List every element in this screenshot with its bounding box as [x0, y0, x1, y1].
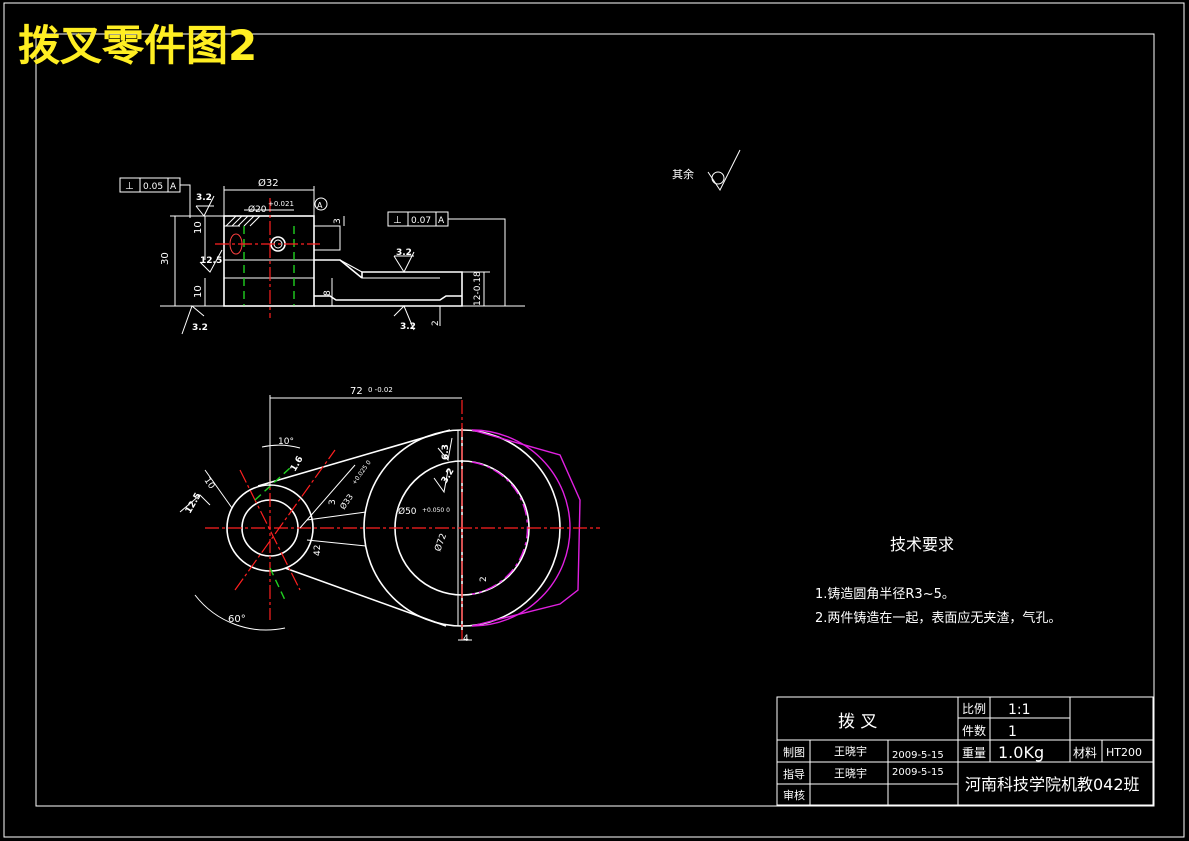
material-value: HT200: [1106, 746, 1142, 759]
school-name: 河南科技学院机教042班: [965, 775, 1140, 794]
title-block: 拨 叉 比例 1:1 件数 1 重量 1.0Kg 材料 HT200 制图 王晓宇…: [776, 696, 1154, 806]
guide-label: 指导: [783, 767, 805, 781]
rough-r1: 3.2: [196, 193, 212, 203]
roughness-note: 其余: [672, 149, 741, 191]
scale-label: 比例: [962, 702, 986, 716]
tech-item-2: 2.两件铸造在一起，表面应无夹渣，气孔。: [815, 610, 1061, 626]
tol-b-value: 0.07: [411, 216, 431, 226]
dim-d33-tol: +0.025 0: [351, 459, 373, 486]
tech-requirements: 技术要求 1.铸造圆角半径R3~5。 2.两件铸造在一起，表面应无夹渣，气孔。: [815, 535, 1061, 626]
dim-len72-tol: 0 -0.02: [368, 386, 393, 394]
outer-border: [3, 2, 1185, 838]
dim-slot: 12-0.18: [473, 271, 483, 306]
dim-d2: 2: [479, 576, 489, 582]
part-name: 拨 叉: [838, 712, 877, 732]
dim-d50-tol: +0.050 0: [422, 507, 450, 514]
rough-r63: 6.3: [441, 444, 451, 460]
drawn-name: 王晓宇: [834, 745, 867, 758]
dim-h2: 2: [431, 320, 441, 326]
dim-bore: Ø20: [248, 204, 267, 215]
dim-d33: Ø33: [337, 492, 355, 511]
rough-r4: 3.2: [396, 248, 412, 258]
dim-ang10: 10°: [278, 437, 294, 447]
qty-value: 1: [1008, 724, 1017, 740]
tol-a-value: 0.05: [143, 182, 163, 192]
qty-label: 件数: [962, 723, 986, 738]
rough-r2: 12.5: [200, 256, 222, 266]
inner-border: [35, 33, 1155, 807]
dim-d72: Ø72: [432, 532, 449, 553]
drawn-label: 制图: [783, 746, 805, 759]
dim-top3: 3: [333, 218, 343, 224]
dim-h30: 30: [160, 252, 171, 265]
rough-r3: 3.2: [192, 323, 208, 333]
dim-bore-tol: +0.021: [268, 200, 294, 208]
guide-name: 王晓宇: [834, 767, 867, 780]
tol-a-datum: A: [170, 182, 177, 192]
dim-d4: 4: [463, 634, 469, 644]
dim-h8: 8: [323, 290, 333, 296]
guide-date: 2009-5-15: [892, 767, 944, 778]
front-view: ⊥ 0.05 A: [119, 177, 525, 335]
dim-h10b: 10: [193, 285, 204, 298]
top-view: 72 0 -0.02 10° 10 1.6 12.5 Ø33 +0.025 0 …: [179, 386, 600, 644]
hatch: [225, 215, 261, 227]
tol-a-symbol: ⊥: [125, 181, 134, 192]
tech-item-1: 1.铸造圆角半径R3~5。: [815, 586, 955, 602]
rough-big: 12.5: [184, 491, 204, 515]
dim-width: Ø32: [258, 177, 279, 189]
tol-b-symbol: ⊥: [393, 215, 402, 226]
roughness-symbols: 3.2 12.5 3.2 3.2 3.2: [181, 193, 416, 335]
dim-d3: 3: [328, 499, 338, 505]
dim-len72: 72: [350, 386, 363, 397]
dim-d42: 42: [313, 545, 323, 556]
tolerance-frame-a: ⊥ 0.05 A: [119, 177, 191, 218]
tolerance-frame-b: ⊥ 0.07 A: [387, 211, 515, 307]
review-label: 审核: [783, 788, 805, 802]
drawing-title: 拨叉零件图2: [18, 21, 257, 70]
weight-value: 1.0Kg: [998, 743, 1044, 762]
scale-value: 1:1: [1008, 702, 1031, 718]
dim-d50: Ø50: [398, 506, 417, 517]
dim-d10: 10: [202, 476, 217, 491]
hub-block: [223, 215, 315, 307]
material-label: 材料: [1073, 746, 1097, 760]
datum-circle: A: [317, 201, 323, 210]
rough-r5: 3.2: [400, 322, 416, 332]
dim-r18: 1.6: [289, 455, 306, 474]
roughness-note-label: 其余: [672, 167, 694, 181]
drawn-date: 2009-5-15: [892, 750, 944, 761]
dim-ang60: 60°: [228, 614, 246, 625]
tol-b-datum: A: [438, 216, 445, 226]
weight-label: 重量: [962, 746, 986, 760]
rough-r32: 3.2: [440, 467, 457, 486]
dim-h10a: 10: [193, 221, 204, 234]
tech-heading: 技术要求: [890, 535, 954, 554]
